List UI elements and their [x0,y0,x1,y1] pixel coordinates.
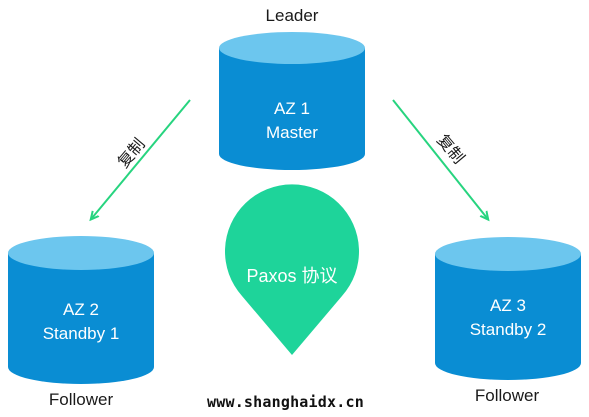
leader-node-label: AZ 1 Master [222,97,362,145]
replication-arrow-left [92,99,191,218]
cylinder-follower-left-body [8,253,154,384]
cylinder-leader [219,32,365,170]
cylinder-follower-right-body [435,254,581,380]
paxos-badge-label: Paxos 协议 [246,266,338,286]
cylinder-follower-right-top [435,237,581,271]
follower-left-az-text: AZ 2 [63,300,99,319]
cylinder-follower-left [8,236,154,384]
follower-left-node-label: AZ 2 Standby 1 [11,298,151,346]
site-watermark: www.shanghaidx.cn [207,393,364,411]
leader-mode-text: Master [266,123,318,142]
cylinder-follower-right [435,237,581,380]
cylinder-follower-left-top [8,236,154,270]
follower-right-node-label: AZ 3 Standby 2 [438,294,578,342]
follower-right-az-text: AZ 3 [490,296,526,315]
follower-right-mode-text: Standby 2 [469,320,547,339]
cylinder-leader-body [219,48,365,170]
follower-right-role-label: Follower [474,386,540,405]
follower-left-mode-text: Standby 1 [42,324,120,343]
cylinder-leader-top [219,32,365,64]
replication-arrow-right [392,99,487,218]
leader-az-text: AZ 1 [274,99,310,118]
follower-left-role-label: Follower [48,390,114,409]
paxos-badge-shape [225,184,360,355]
leader-role-label: Leader [265,6,319,25]
